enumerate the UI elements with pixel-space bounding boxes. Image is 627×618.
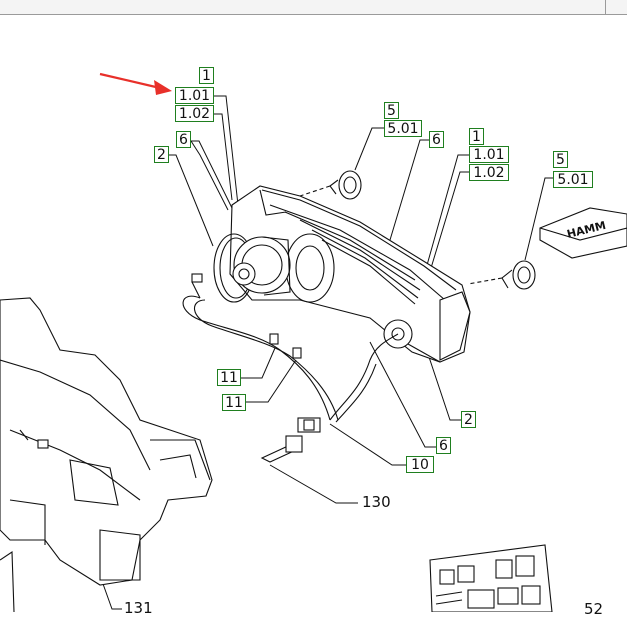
callout-part-10[interactable]: 10	[406, 456, 434, 473]
callout-part-1-right[interactable]: 1	[469, 128, 484, 145]
red-arrow-icon	[99, 72, 172, 95]
callout-part-2-left[interactable]: 2	[154, 146, 169, 163]
label-part-131: 131	[124, 599, 153, 617]
callout-part-6-mid[interactable]: 6	[429, 131, 444, 148]
left-fender-housing	[0, 297, 213, 612]
callout-part-1-01-right[interactable]: 1.01	[469, 146, 509, 163]
callout-part-6-bottom[interactable]: 6	[436, 437, 451, 454]
label-part-130: 130	[362, 493, 391, 511]
wiring-harness	[182, 273, 399, 463]
headlamp-housing	[229, 185, 471, 363]
window-corner-divider	[604, 0, 606, 14]
callout-part-1-top[interactable]: 1	[199, 67, 214, 84]
relay-board	[429, 544, 553, 612]
callout-part-11-a[interactable]: 11	[217, 369, 241, 386]
callout-part-5-mid[interactable]: 5	[384, 102, 399, 119]
callout-part-2-right[interactable]: 2	[461, 411, 476, 428]
bulb-mid	[299, 170, 362, 200]
window-top-bar	[0, 0, 627, 15]
callout-part-5-01-mid[interactable]: 5.01	[384, 120, 422, 137]
callout-part-5-01-right[interactable]: 5.01	[553, 171, 593, 188]
callout-part-1-02-top[interactable]: 1.02	[175, 105, 214, 122]
bulb-right	[467, 260, 536, 290]
callout-part-1-02-right[interactable]: 1.02	[469, 164, 509, 181]
callout-part-5-right[interactable]: 5	[553, 151, 568, 168]
leader-lines	[57, 95, 553, 610]
callout-part-1-01-top[interactable]: 1.01	[175, 87, 214, 104]
left-lamp-unit	[213, 233, 291, 303]
label-part-52: 52	[584, 600, 604, 618]
callout-part-11-b[interactable]: 11	[222, 394, 246, 411]
callout-part-6-left[interactable]: 6	[176, 131, 191, 148]
brand-plate: HAMM	[539, 207, 627, 259]
